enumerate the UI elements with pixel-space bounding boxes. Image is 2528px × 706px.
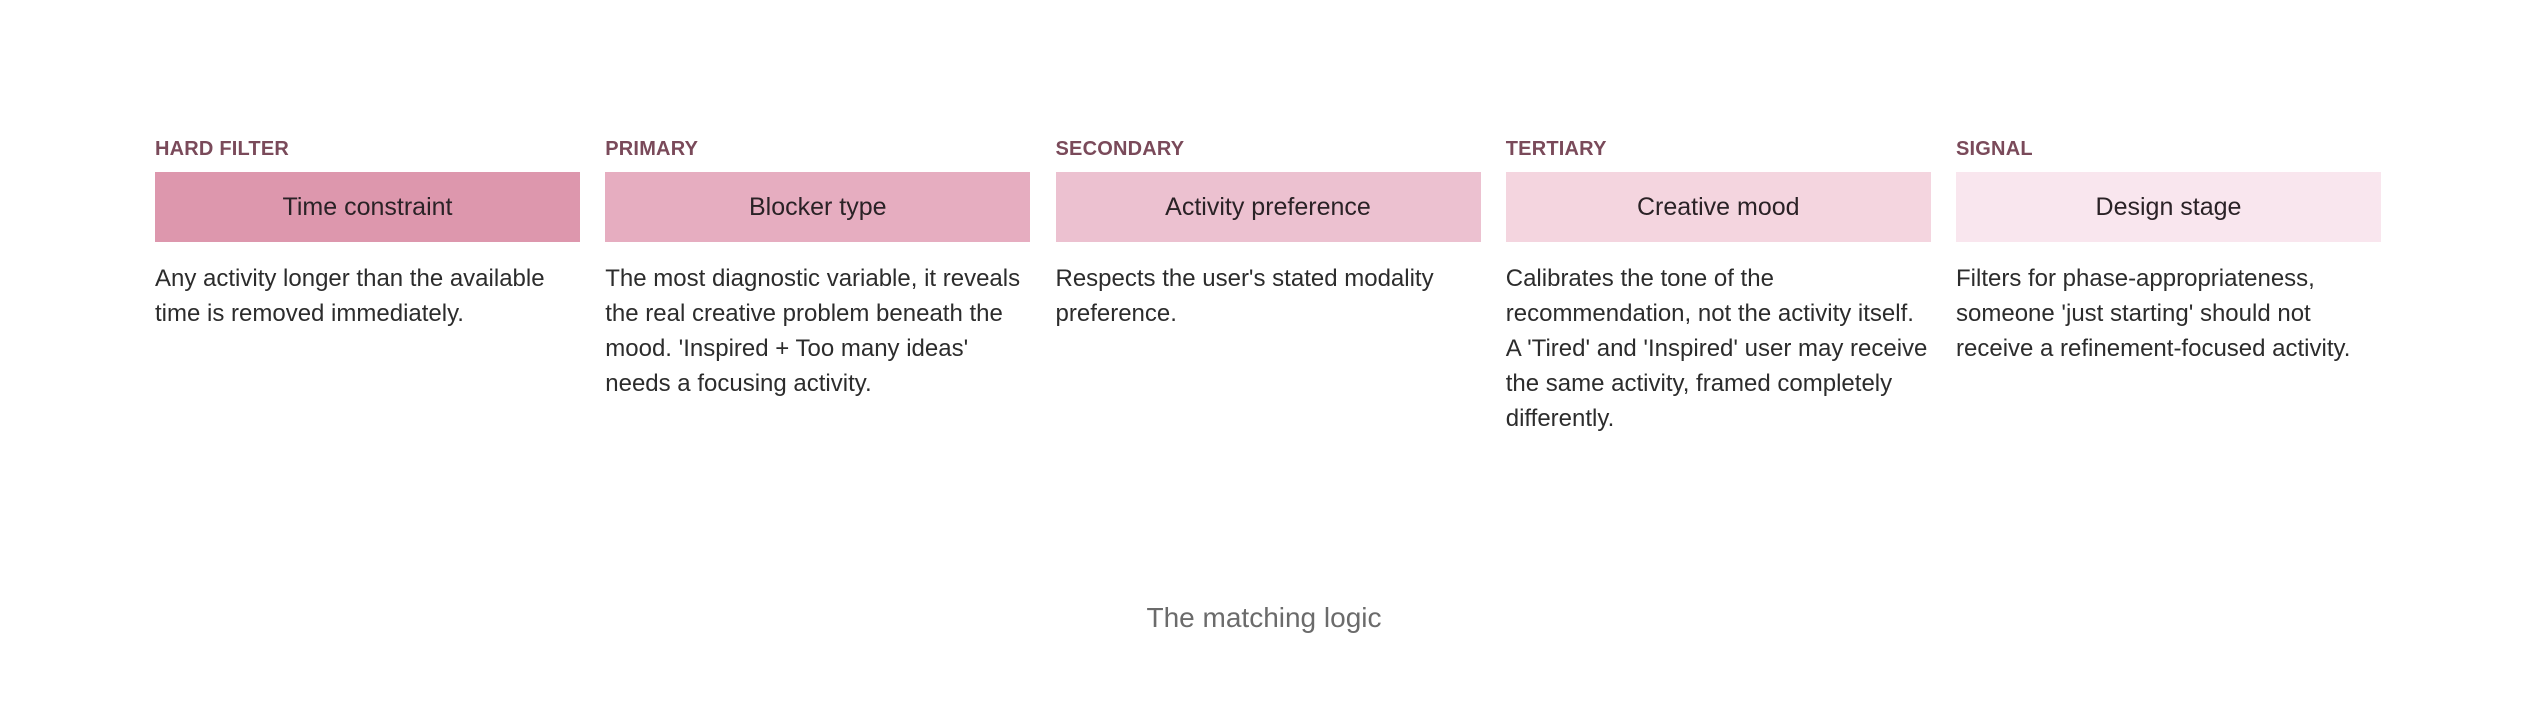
variable-name: Design stage [2095,192,2242,221]
column-signal: SIGNAL Design stage Filters for phase-ap… [1956,137,2381,436]
variable-description: Respects the user's stated modality pref… [1055,265,1434,327]
tier-label: SECONDARY [1055,138,1185,160]
variable-description: The most diagnostic variable, it reveals… [605,265,1021,397]
variable-box-blocker-type: Blocker type [605,172,1031,242]
variable-description: Calibrates the tone of the recommendatio… [1505,265,1928,432]
column-primary: PRIMARY Blocker type The most diagnostic… [605,137,1031,436]
variable-box-activity-preference: Activity preference [1055,172,1481,242]
variable-name: Activity preference [1165,192,1371,221]
variable-box-design-stage: Design stage [1956,172,2381,242]
matching-logic-diagram: HARD FILTER Time constraint Any activity… [155,137,2381,436]
tier-label: HARD FILTER [155,138,290,160]
variable-name: Blocker type [748,192,887,221]
variable-description: Filters for phase-appropriateness, someo… [1956,265,2351,362]
variable-box-time-constraint: Time constraint [155,172,580,242]
column-secondary: SECONDARY Activity preference Respects t… [1055,137,1481,436]
variable-description: Any activity longer than the available t… [155,265,545,327]
variable-box-creative-mood: Creative mood [1505,172,1931,242]
tier-label: PRIMARY [605,138,699,160]
column-hard-filter: HARD FILTER Time constraint Any activity… [155,137,580,436]
diagram-caption: The matching logic [1146,602,1382,633]
tier-label: TERTIARY [1505,138,1607,160]
variable-name: Creative mood [1636,192,1800,221]
tier-label: SIGNAL [1956,138,2033,160]
column-tertiary: TERTIARY Creative mood Calibrates the to… [1505,137,1931,436]
variable-name: Time constraint [282,192,453,221]
